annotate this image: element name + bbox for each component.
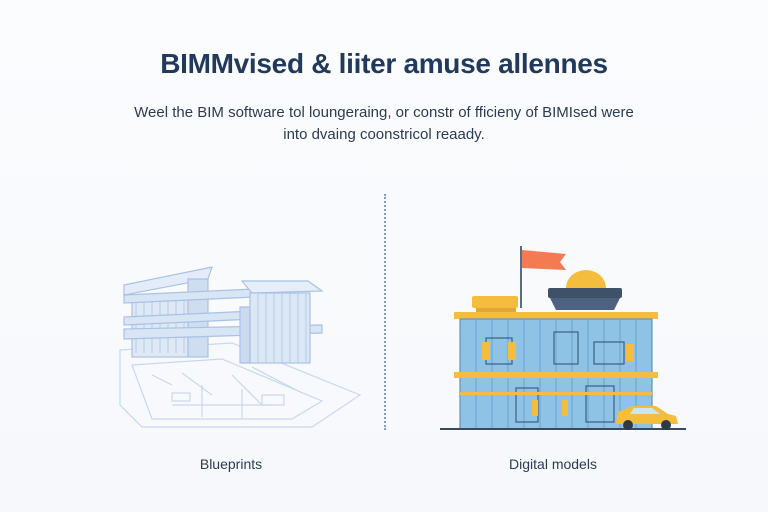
flag-icon [520, 246, 566, 308]
dotted-divider [384, 194, 386, 430]
floor-plan [119, 342, 362, 428]
caption-blueprints: Blueprints [199, 456, 263, 472]
blueprint-illustration [119, 266, 362, 428]
floor-band-2 [460, 392, 652, 395]
decks [123, 288, 323, 340]
subtitle-line-1: Weel the BIM software tol loungeraing, o… [134, 104, 634, 121]
caption-digital-models: Digital models [509, 456, 597, 472]
right-block [239, 280, 324, 364]
floor-band [454, 372, 658, 378]
left-block [123, 266, 213, 358]
car-icon [616, 406, 678, 430]
digital-model-illustration [440, 246, 686, 430]
roof-slab [454, 312, 658, 319]
rooftop-dome [548, 270, 622, 310]
page-title: BIMMvised & liiter amuse allennes [160, 48, 608, 79]
window-accents [482, 342, 634, 416]
subtitle-line-2: into dvaing coonstricol reaady. [283, 126, 485, 143]
